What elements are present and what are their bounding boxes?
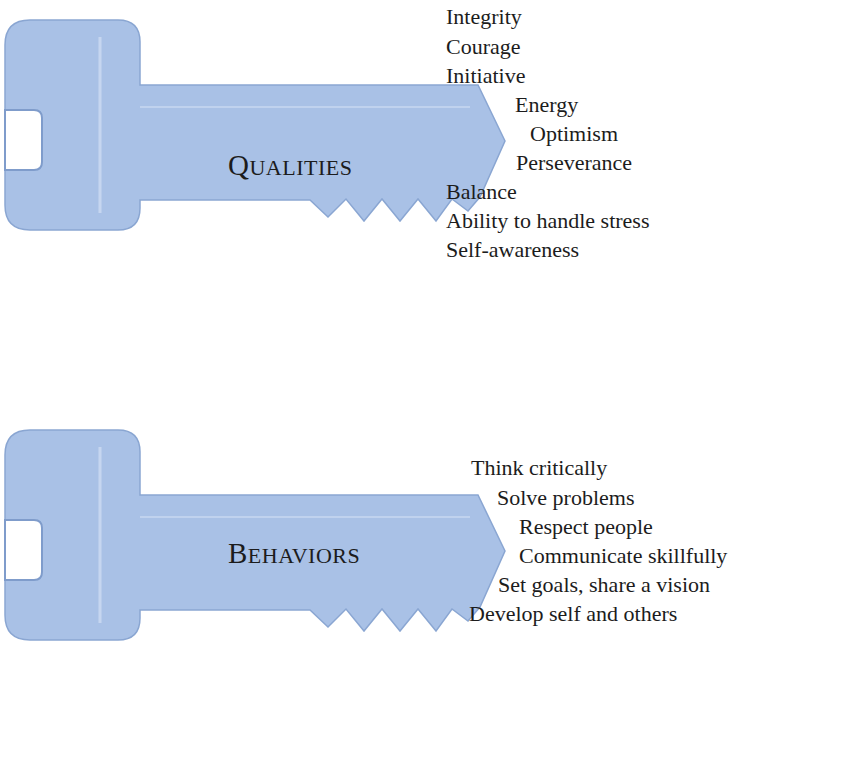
list-item: Perseverance (516, 149, 632, 177)
list-item: Respect people (519, 513, 653, 541)
list-item: Ability to handle stress (446, 207, 649, 235)
list-item: Integrity (446, 3, 522, 31)
key-outline (0, 15, 512, 237)
key-ridge (99, 37, 102, 213)
list-item: Solve problems (497, 484, 635, 512)
list-item: Optimism (530, 120, 618, 148)
list-item: Balance (446, 178, 517, 206)
key-body (5, 20, 505, 230)
key-hole (5, 520, 42, 580)
key-shape: QUALITIES (0, 15, 512, 237)
list-item: Think critically (471, 454, 607, 482)
key-label: QUALITIES (228, 150, 352, 183)
key-groove (140, 106, 470, 108)
list-item: Communicate skillfully (519, 542, 727, 570)
list-item: Energy (515, 91, 578, 119)
key-groove (140, 516, 470, 518)
key-body (5, 430, 505, 640)
list-item: Set goals, share a vision (498, 571, 710, 599)
list-item: Courage (446, 33, 521, 61)
key-shape: BEHAVIORS (0, 425, 512, 647)
list-item: Develop self and others (469, 600, 677, 628)
key-label: BEHAVIORS (228, 538, 360, 571)
key-ridge (99, 447, 102, 623)
list-item: Self-awareness (446, 236, 579, 264)
key-hole (5, 110, 42, 170)
list-item: Initiative (446, 62, 525, 90)
key-outline (0, 425, 512, 647)
